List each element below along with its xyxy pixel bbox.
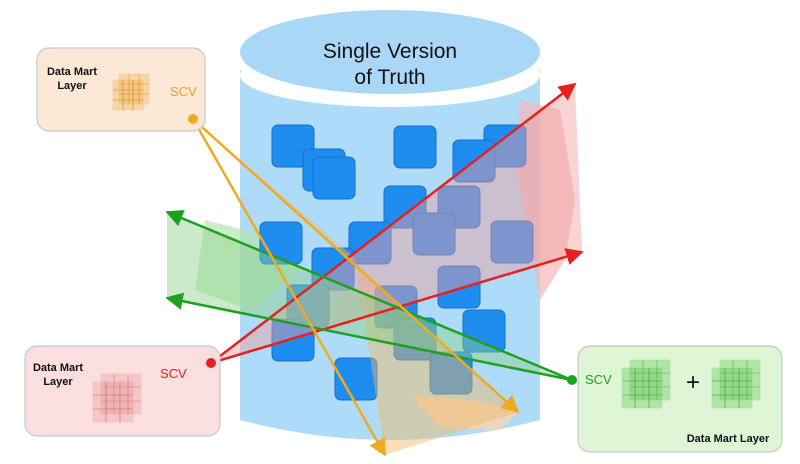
- connector-dot: [567, 375, 577, 385]
- cube-icon: [92, 373, 142, 423]
- data-tile: [437, 265, 481, 309]
- scv-label: SCV: [160, 366, 187, 381]
- cylinder-title-line1: Single Version: [323, 40, 457, 63]
- orange-arrow: [191, 118, 387, 457]
- orange-arrows: [191, 118, 520, 457]
- data-tiles: [259, 124, 534, 401]
- panel-box: [24, 345, 221, 437]
- cylinder-title-line2: of Truth: [354, 66, 425, 89]
- orange-bottom-shadow: [410, 395, 520, 430]
- panel-label-line1: Data Mart: [47, 66, 97, 78]
- plus-sign: +: [686, 369, 700, 396]
- data-tile: [393, 125, 437, 169]
- connector-dot: [188, 114, 198, 124]
- data-tile: [490, 220, 534, 264]
- scv-label: SCV: [585, 372, 612, 387]
- data-mart-panel-top-left: Data Mart Layer SCV: [36, 47, 206, 132]
- green-arrows: [165, 209, 573, 382]
- data-tile: [334, 357, 378, 401]
- cylinder-top: [240, 10, 540, 94]
- data-mart-panel-bottom-right: SCV + Data Mart Layer: [567, 345, 783, 453]
- red-arrow: [210, 82, 577, 364]
- red-shadow-shape: [515, 100, 575, 300]
- scv-label: SCV: [170, 84, 197, 99]
- panel-label-line2: Layer: [43, 376, 73, 388]
- cube-icon: [621, 359, 671, 409]
- green-arrow: [165, 209, 573, 382]
- green-arrow: [165, 292, 573, 382]
- orange-wedge: [193, 119, 518, 455]
- data-tile: [271, 318, 315, 362]
- cube-icon: [112, 73, 150, 111]
- panel-label-line1: Data Mart: [33, 362, 83, 374]
- panel-box: [36, 47, 206, 132]
- data-tile: [412, 212, 456, 256]
- green-shadow-shape: [195, 220, 300, 310]
- connector-dot: [206, 358, 216, 368]
- data-tile: [462, 309, 506, 353]
- cube-icon: [711, 359, 761, 409]
- data-tile: [312, 156, 356, 200]
- panel-box: [577, 345, 783, 453]
- data-mart-panel-bottom-left: Data Mart Layer SCV: [24, 345, 221, 437]
- panel-label-line2: Layer: [57, 80, 87, 92]
- orange-arrow: [192, 118, 520, 414]
- panel-label: Data Mart Layer: [687, 433, 770, 445]
